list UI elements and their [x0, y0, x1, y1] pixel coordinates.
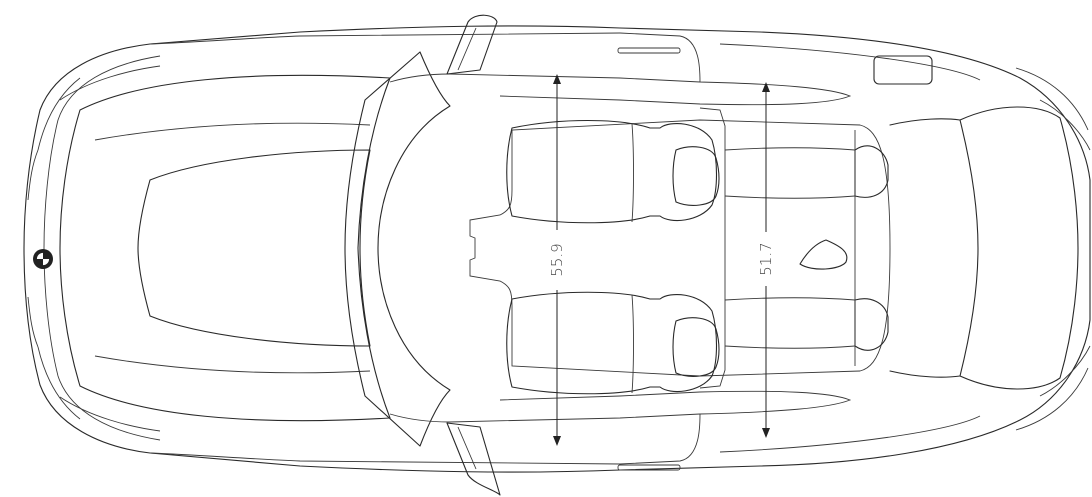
hood: [59, 74, 391, 422]
rear-seat: [724, 130, 889, 366]
side-mirror-top: [446, 14, 498, 75]
brand-logo: [33, 249, 53, 269]
fuel-cap: [873, 55, 933, 85]
front-nose-detail: [27, 65, 161, 432]
side-body-lines: [449, 32, 981, 471]
dimension-label-rear: 51.7: [757, 242, 775, 275]
dimension-label-front: 55.9: [548, 243, 566, 276]
car-body-outline: [23, 25, 1091, 473]
side-mirror-bottom: [446, 422, 501, 496]
front-seat-left: [506, 119, 720, 224]
dimension-front-width: 55.9: [548, 74, 566, 446]
windshield: [344, 51, 451, 447]
cabin-interior: [469, 107, 891, 389]
rear-deck: [889, 67, 1091, 431]
dimension-rear-width: 51.7: [757, 82, 775, 438]
front-seat-right: [506, 291, 720, 395]
